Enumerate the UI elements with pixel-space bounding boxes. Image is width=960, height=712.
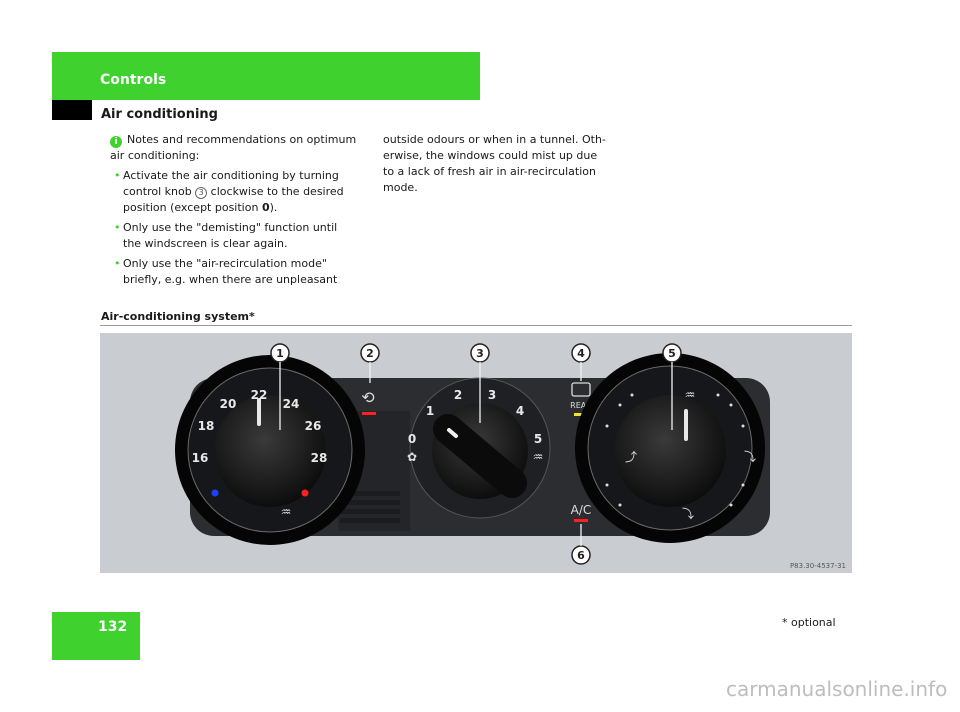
svg-text:1: 1: [426, 404, 434, 418]
svg-text:3: 3: [488, 388, 496, 402]
temp-knob-indicator: [257, 398, 261, 426]
note-bullet-1: • Activate the air conditioning by turni…: [114, 169, 344, 214]
rear-led: [574, 413, 588, 416]
fan-scale: 0 1 2 3 4 5: [408, 388, 542, 446]
svg-text:0: 0: [408, 432, 416, 446]
bullet-icon: •: [114, 169, 121, 182]
bullet-icon: •: [114, 257, 121, 270]
fan-icon: ✿: [407, 450, 417, 464]
ac-led: [574, 519, 588, 522]
temp-control-knob[interactable]: [214, 395, 326, 507]
callouts: 1 2 3 4 5 6: [270, 343, 682, 565]
svg-text:18: 18: [198, 419, 215, 433]
svg-text:28: 28: [311, 451, 328, 465]
callout-leaders: [279, 362, 673, 546]
svg-text:1: 1: [276, 347, 284, 360]
ac-button[interactable]: A/C: [571, 503, 592, 517]
cold-indicator-dot: [211, 489, 219, 497]
svg-text:24: 24: [283, 397, 300, 411]
ac-panel-figure: ♒ 16 18 20 22 24 26 28 ⟲ 0 1 2 3 4 5 ✿ ♒: [100, 333, 852, 573]
defrost-icon: ♒: [281, 505, 292, 519]
fan-knob-indicator: [447, 428, 458, 438]
svg-text:4: 4: [577, 347, 585, 360]
recirc-led: [362, 412, 376, 415]
rear-defrost-icon[interactable]: [571, 382, 591, 397]
airflow-control-knob[interactable]: [614, 395, 726, 507]
ac-panel-illustration: ♒ 16 18 20 22 24 26 28 ⟲ 0 1 2 3 4 5 ✿ ♒: [175, 343, 846, 570]
knob-ref-badge: 3: [195, 187, 208, 199]
figure-code: P83.30-4537-31: [790, 562, 846, 570]
bullet-icon: •: [114, 221, 121, 234]
svg-text:2: 2: [454, 388, 462, 402]
info-icon: i: [110, 136, 122, 148]
watermark: carmanualsonline.info: [726, 677, 948, 701]
svg-text:2: 2: [366, 347, 374, 360]
svg-text:20: 20: [220, 397, 237, 411]
airflow-knob-indicator: [684, 409, 688, 441]
page-number-box: 132: [52, 612, 140, 660]
note-bullet-3: • Only use the "air-recirculation mode" …: [114, 257, 338, 286]
airflow-dots: [605, 393, 745, 507]
footnote: * optional: [782, 616, 836, 629]
note-bullet-2: • Only use the "demisting" function unti…: [114, 221, 338, 250]
section-tab-marker: [52, 100, 92, 120]
svg-text:26: 26: [305, 419, 322, 433]
hot-indicator-dot: [301, 489, 309, 497]
defrost-icon: ♒: [533, 450, 544, 464]
windscreen-icon: ♒: [685, 388, 696, 402]
note-intro-cont: air conditioning:: [110, 149, 200, 162]
footwell-icon: ⤵: [682, 507, 694, 521]
section-header-bar: Controls: [52, 52, 480, 100]
recirculation-button[interactable]: ⟲: [361, 388, 375, 407]
page-number: 132: [98, 619, 128, 635]
page-title: Air conditioning: [101, 107, 218, 122]
face-feet-icon: ⤵: [744, 450, 756, 464]
svg-text:22: 22: [251, 388, 268, 402]
svg-text:6: 6: [577, 549, 585, 562]
svg-text:4: 4: [516, 404, 524, 418]
vent-slots: [340, 491, 400, 523]
section-name: Controls: [100, 72, 167, 88]
svg-text:5: 5: [668, 347, 676, 360]
rear-label: REAR: [570, 401, 592, 410]
svg-text:16: 16: [192, 451, 209, 465]
figure-title: Air-conditioning system*: [101, 310, 255, 323]
temp-scale: 16 18 20 22 24 26 28: [192, 388, 328, 465]
svg-text:5: 5: [534, 432, 542, 446]
svg-text:3: 3: [476, 347, 484, 360]
notes-right-column: outside odours or when in a tunnel. Oth-…: [383, 133, 606, 194]
figure-rule: [100, 325, 852, 326]
face-vent-icon: ⤴: [625, 449, 637, 464]
